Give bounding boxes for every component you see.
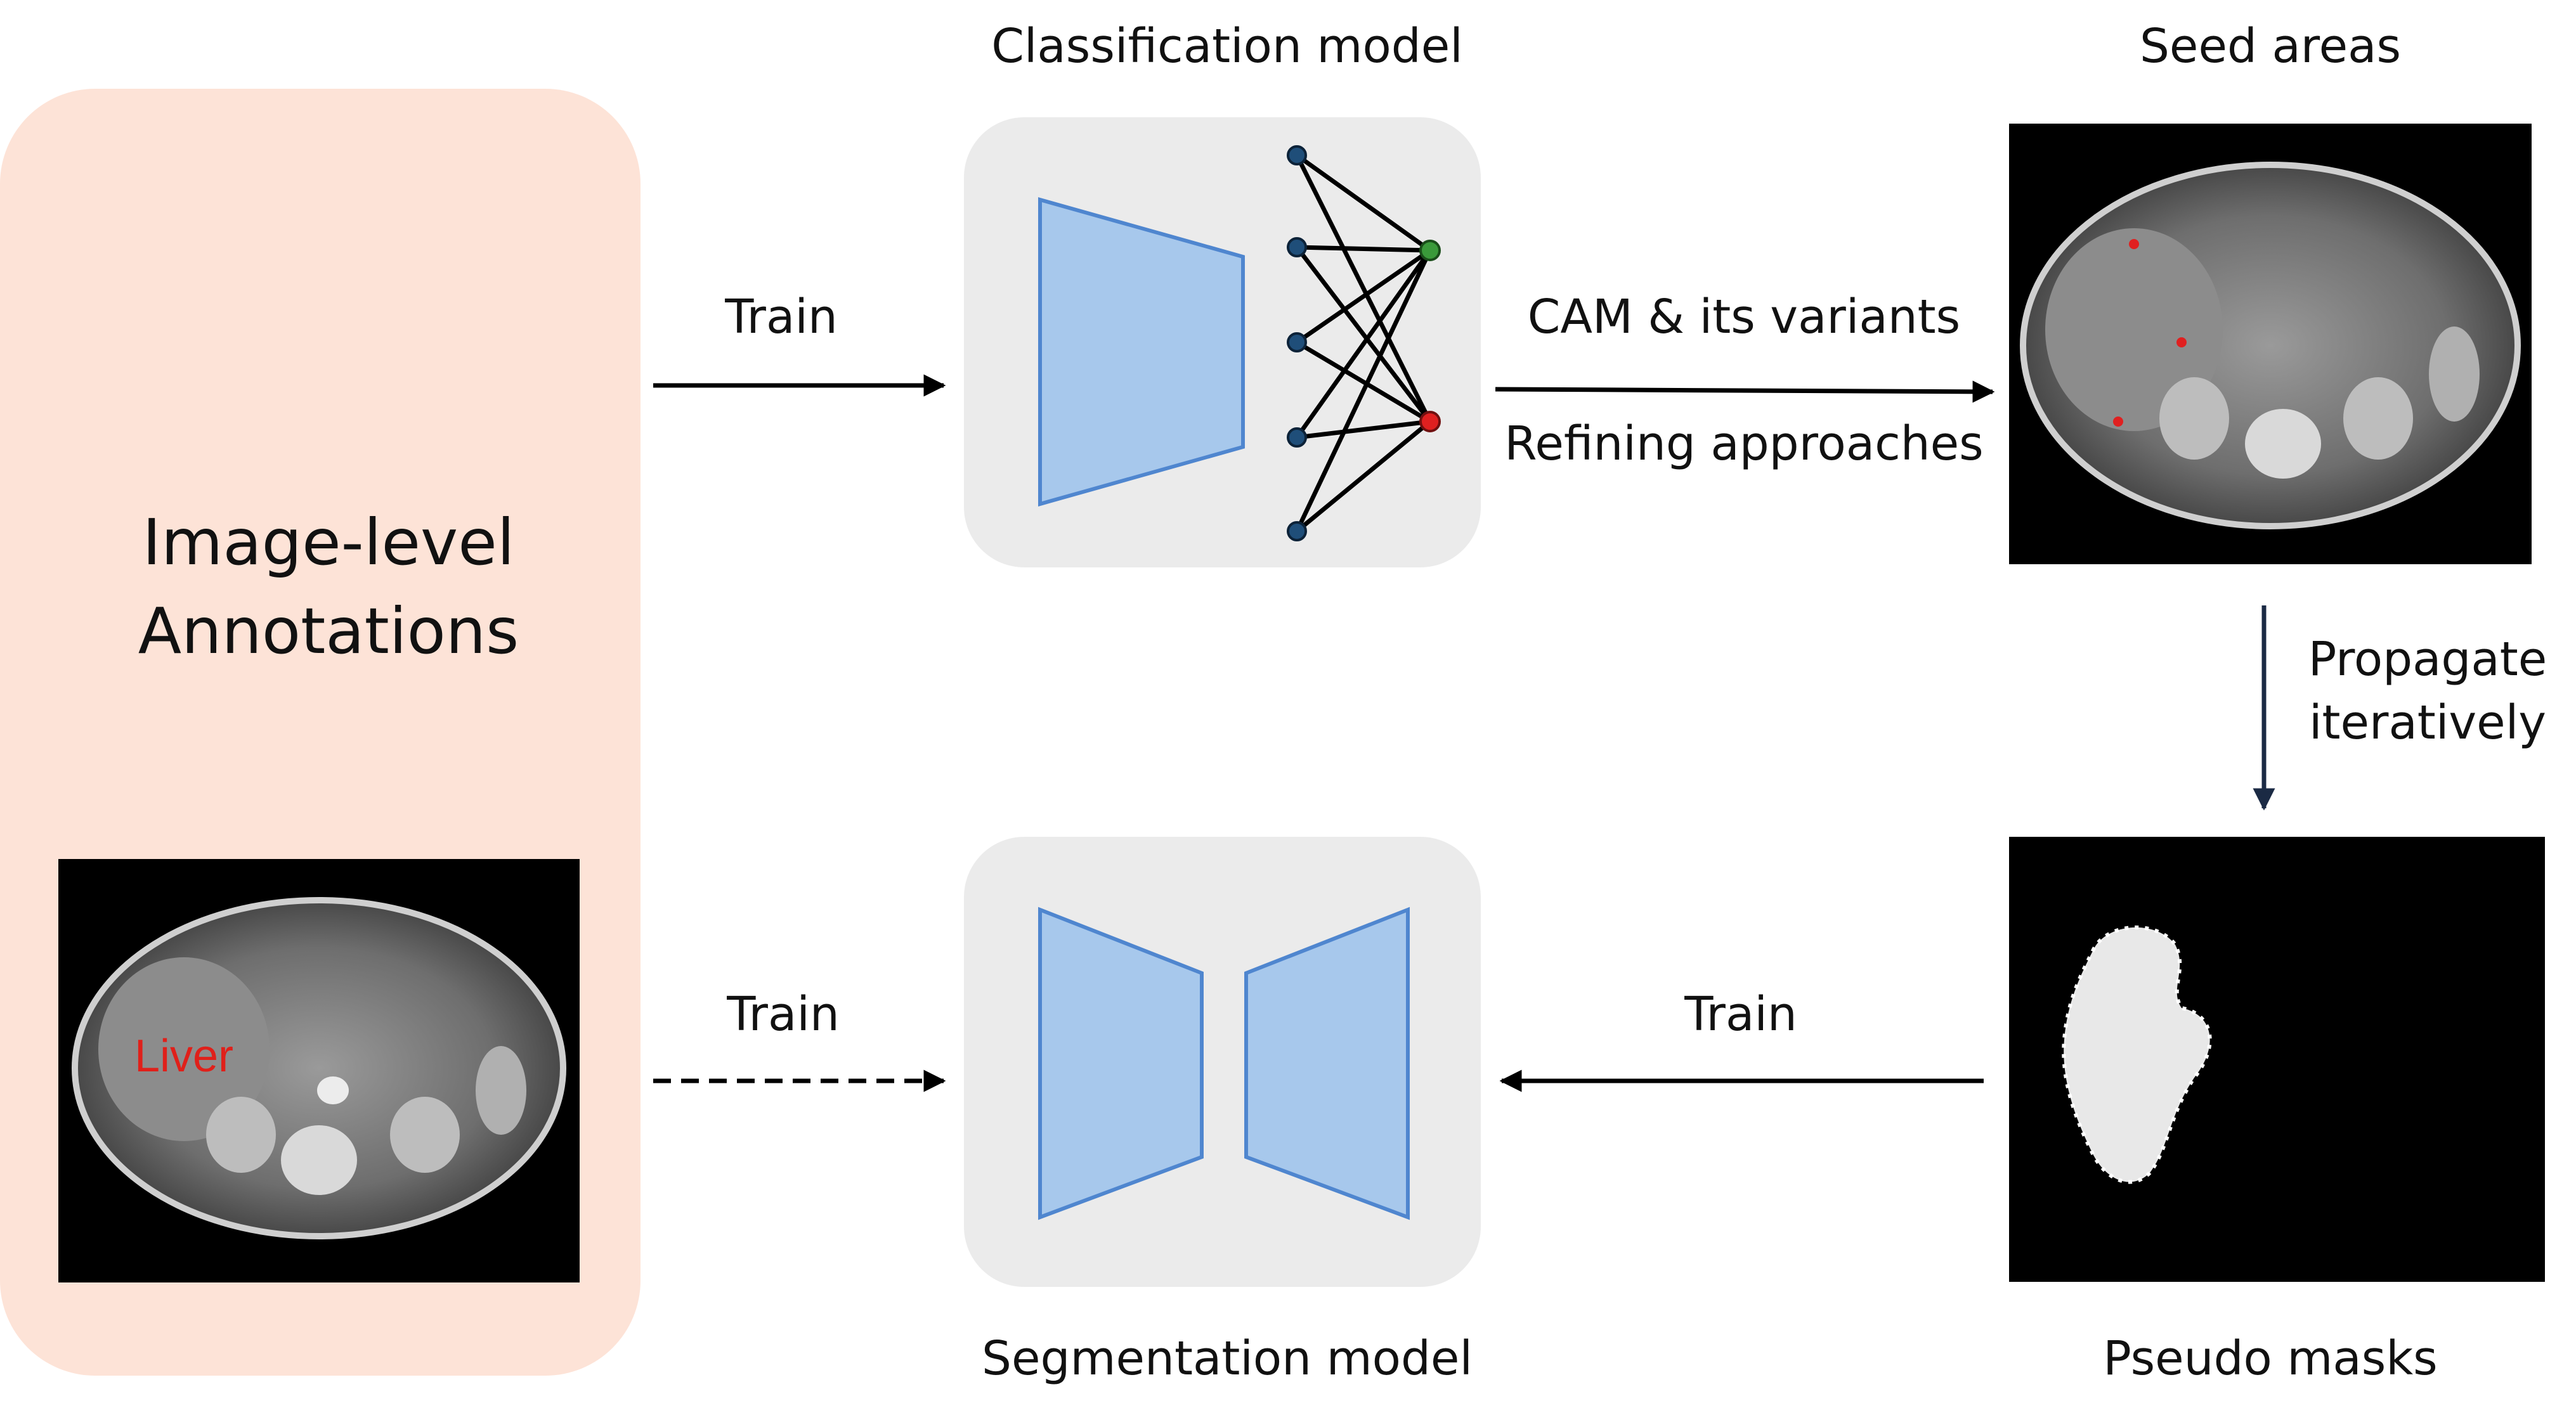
propagate-edge: Propagate iteratively <box>2253 605 2547 811</box>
propagate-label-line2: iteratively <box>2309 695 2546 750</box>
train-bottom-right-label: Train <box>1684 987 1797 1042</box>
ct-aorta <box>317 1076 349 1104</box>
cam-edge: CAM & its variants Refining approaches <box>1495 290 1995 471</box>
seed-ct-kidney-left <box>2159 377 2229 460</box>
train-top-edge: Train <box>653 290 946 397</box>
liver-label: Liver <box>134 1031 233 1082</box>
segmentation-model-title: Segmentation model <box>982 1331 1473 1386</box>
fc-layer-connections <box>1294 153 1433 533</box>
ct-spleen <box>476 1046 526 1135</box>
input-node-4 <box>1287 427 1307 448</box>
train-bottom-left-label: Train <box>726 987 840 1042</box>
annotation-title-line2: Annotations <box>138 594 519 668</box>
seed-ct-spine <box>2245 409 2321 479</box>
segmentation-model: Segmentation model <box>964 837 1481 1386</box>
seed-ct-liver-region <box>2045 228 2223 431</box>
output-node-green <box>1419 240 1441 261</box>
seed-point-3 <box>2113 417 2123 427</box>
seed-point-1 <box>2129 239 2139 249</box>
ct-kidney-left <box>206 1097 276 1173</box>
input-node-2 <box>1287 237 1307 257</box>
ct-kidney-right <box>390 1097 460 1173</box>
seed-ct-spleen <box>2429 326 2480 422</box>
seed-ct-kidney-right <box>2343 377 2413 460</box>
segmentation-decoder-trapezoid <box>1244 907 1410 1220</box>
encoder-trapezoid <box>1038 197 1245 507</box>
input-node-5 <box>1287 521 1307 541</box>
refining-label: Refining approaches <box>1504 417 1983 471</box>
train-bottom-right-edge: Train <box>1499 987 1984 1092</box>
segmentation-encoder-trapezoid <box>1038 907 1204 1220</box>
propagate-label-line1: Propagate <box>2308 632 2547 687</box>
annotated-ct-image: Liver <box>58 859 580 1282</box>
input-node-1 <box>1287 145 1307 165</box>
pseudo-mask-liver-region <box>2062 925 2212 1184</box>
cam-arrow <box>1495 380 1995 403</box>
image-level-annotation-panel: Image-level Annotations Liver <box>0 89 641 1376</box>
pseudo-masks: Pseudo masks <box>2009 837 2545 1386</box>
ct-liver-region <box>98 957 270 1141</box>
cam-label: CAM & its variants <box>1528 290 1960 344</box>
seed-point-2 <box>2176 337 2187 347</box>
train-top-label: Train <box>724 290 838 344</box>
seed-areas: Seed areas <box>2009 19 2532 564</box>
classification-model: Classification model <box>964 19 1481 567</box>
ct-spine <box>281 1125 357 1195</box>
classification-model-title: Classification model <box>991 19 1463 74</box>
annotation-title-line1: Image-level <box>142 505 514 579</box>
train-bottom-left-edge: Train <box>653 987 946 1092</box>
seed-areas-title: Seed areas <box>2140 19 2401 74</box>
input-node-3 <box>1287 332 1307 352</box>
pseudo-masks-title: Pseudo masks <box>2103 1331 2437 1386</box>
output-node-red <box>1419 411 1441 432</box>
